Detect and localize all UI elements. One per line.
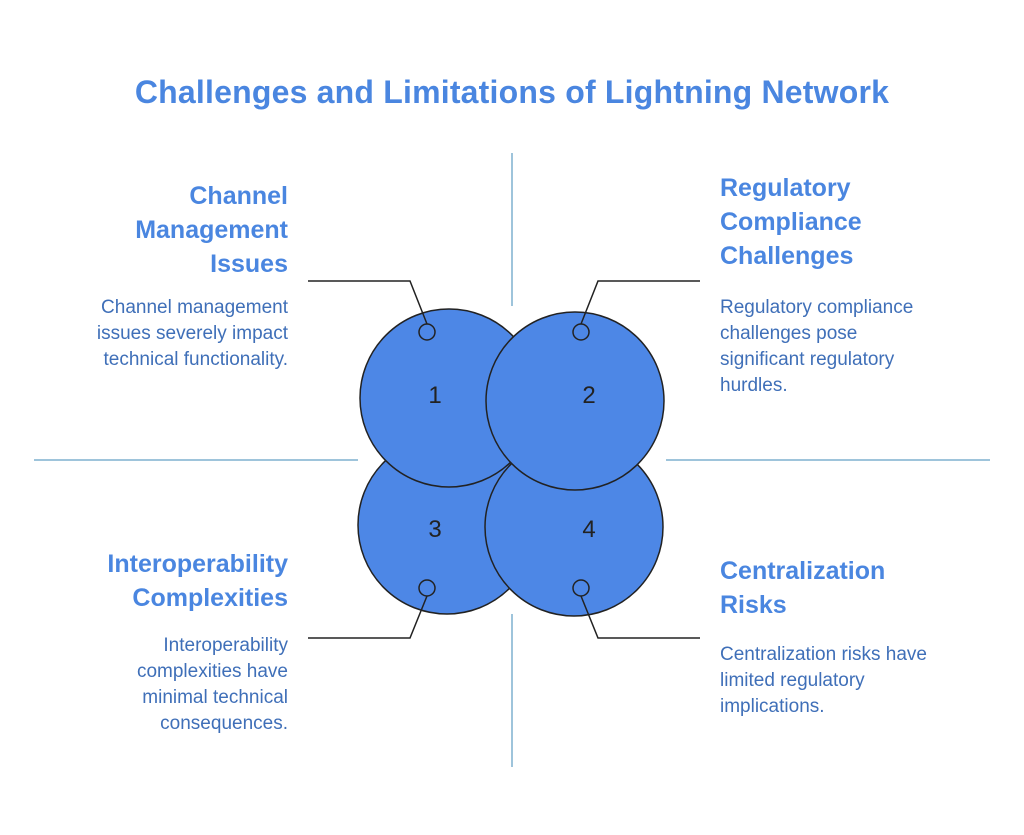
circle-number-1: 1	[428, 382, 441, 409]
heading-line: Channel	[189, 182, 288, 210]
connector-3	[308, 595, 428, 639]
description-line: Interoperability	[163, 635, 288, 656]
heading-3: Interoperability Complexities	[40, 547, 288, 615]
heading-line: Regulatory	[720, 174, 851, 202]
description-line: Channel management	[101, 297, 288, 318]
description-line: technical functionality.	[103, 349, 288, 370]
description-2: Regulatory compliance challenges pose si…	[720, 295, 960, 399]
connector-2	[580, 280, 700, 325]
description-line: limited regulatory	[720, 670, 865, 691]
description-line: issues severely impact	[96, 323, 288, 344]
connector-1	[308, 280, 428, 325]
description-line: Regulatory compliance	[720, 297, 914, 318]
circle-number-2: 2	[582, 382, 595, 409]
heading-line: Centralization	[720, 557, 886, 585]
heading-line: Interoperability	[107, 550, 288, 578]
heading-4: Centralization Risks	[720, 554, 960, 622]
description-line: hurdles.	[720, 375, 788, 396]
description-line: significant regulatory	[720, 349, 895, 370]
description-3: Interoperability complexities have minim…	[40, 633, 288, 737]
text-block-2: Regulatory Compliance Challenges Regulat…	[720, 171, 960, 399]
circle-2	[485, 311, 665, 491]
heading-line: Compliance	[720, 208, 862, 236]
text-block-1: Channel Management Issues Channel manage…	[40, 179, 288, 373]
heading-line: Management	[135, 216, 288, 244]
description-line: Centralization risks have	[720, 644, 927, 665]
description-line: challenges pose	[720, 323, 858, 344]
description-4: Centralization risks have limited regula…	[720, 642, 960, 720]
text-block-3: Interoperability Complexities Interopera…	[40, 547, 288, 737]
heading-1: Channel Management Issues	[40, 179, 288, 281]
text-block-4: Centralization Risks Centralization risk…	[720, 554, 960, 720]
description-line: consequences.	[160, 713, 288, 734]
circle-number-3: 3	[428, 516, 441, 543]
circle-number-4: 4	[582, 516, 595, 543]
heading-line: Complexities	[132, 584, 288, 612]
page-title: Challenges and Limitations of Lightning …	[134, 74, 890, 110]
description-line: minimal technical	[142, 687, 288, 708]
connector-dot-3	[418, 579, 436, 597]
connector-dot-1	[418, 323, 436, 341]
connector-dot-2	[572, 323, 590, 341]
heading-2: Regulatory Compliance Challenges	[720, 171, 960, 273]
heading-line: Issues	[210, 250, 288, 278]
heading-line: Risks	[720, 591, 787, 619]
connector-4	[580, 595, 700, 639]
description-line: complexities have	[136, 661, 288, 682]
description-line: implications.	[720, 696, 825, 717]
description-1: Channel management issues severely impac…	[40, 295, 288, 373]
connector-dot-4	[572, 579, 590, 597]
heading-line: Challenges	[720, 242, 854, 270]
